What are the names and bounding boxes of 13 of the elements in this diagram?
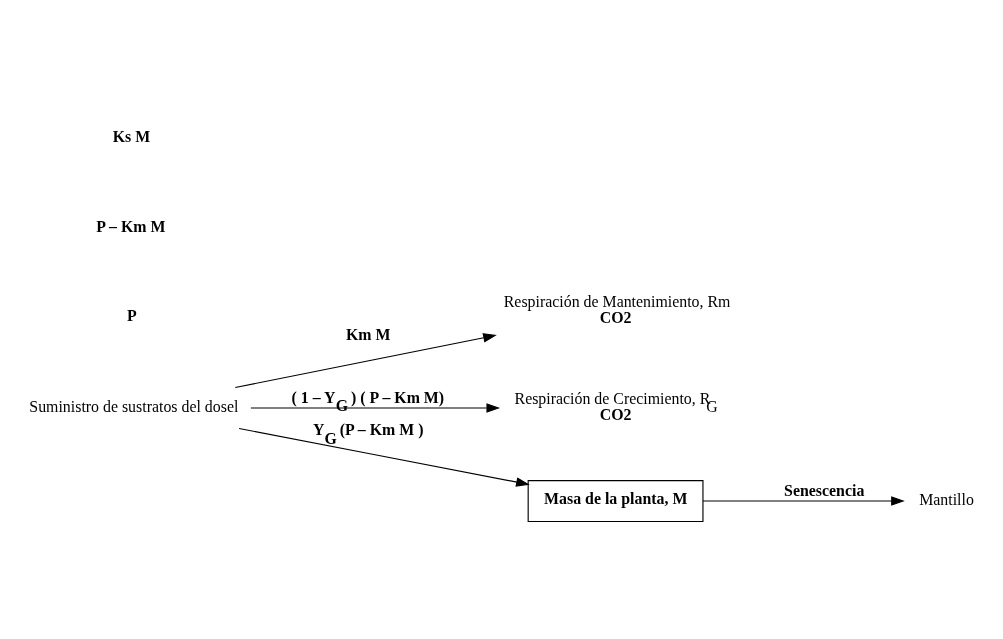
arrow [234,332,497,388]
arrow [250,402,501,413]
arrow [238,427,530,487]
node-box: Masa de la planta, M [527,479,704,522]
edge-label: Senescencia [784,481,865,499]
node-text: Mantillo [919,490,974,508]
label: Ks M [112,127,151,145]
label: P – Km M [96,217,166,235]
arrow [702,495,905,506]
node-text: Suministro de sustratos del dosel [29,397,239,415]
node-text: Respiración de Mantenimiento, Rm CO2 [503,292,731,326]
edge-label: Km M [346,325,391,343]
label: P [126,306,137,324]
